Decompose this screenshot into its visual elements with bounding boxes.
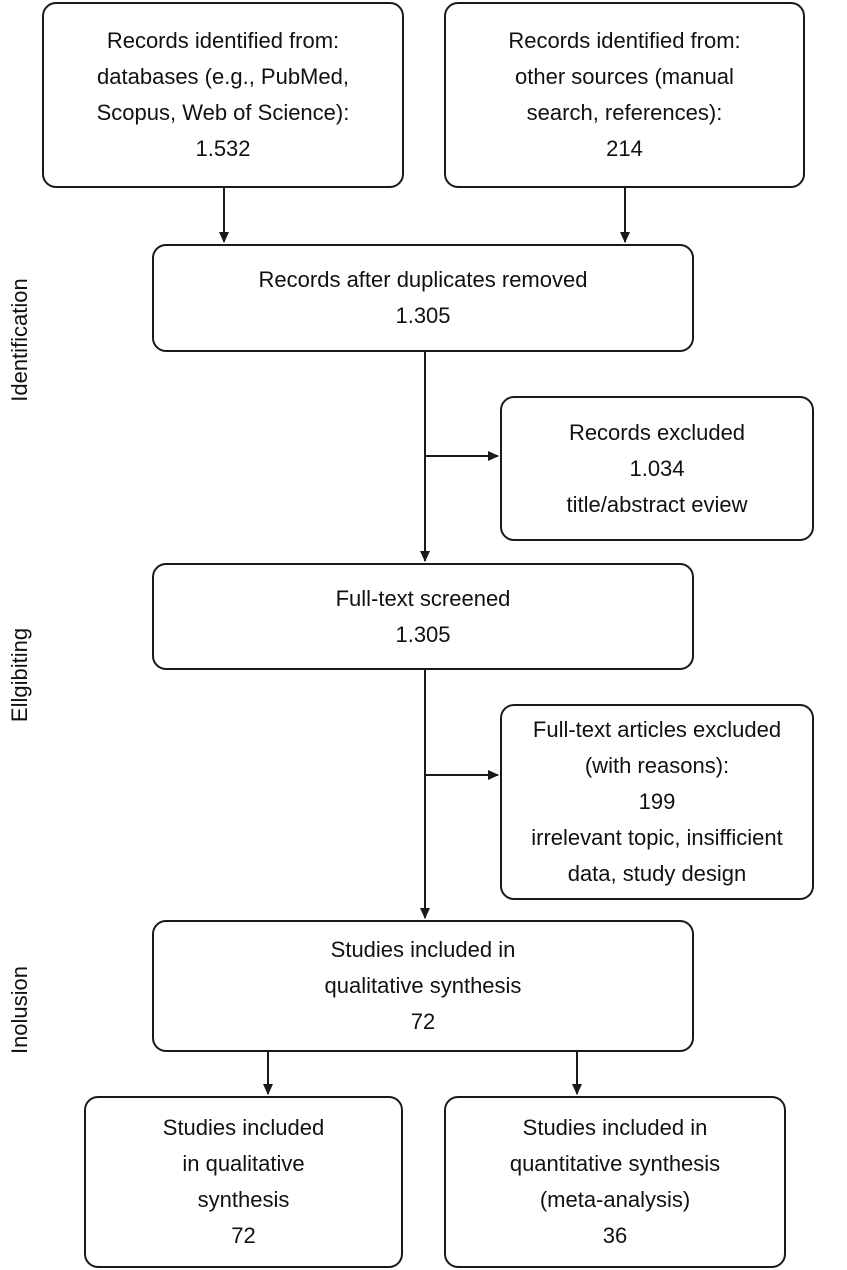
box-line: irrelevant topic, insifficient: [531, 825, 783, 850]
box-line: Full-text articles excluded: [532, 717, 782, 742]
box-line: Studies included: [162, 1115, 325, 1140]
phase-label-eligibility: Ellgibiting: [7, 627, 32, 723]
box-line: Records identified from:: [106, 28, 340, 53]
box-line: quantitative synthesis: [509, 1151, 721, 1176]
box-line: Studies included in: [522, 1115, 708, 1140]
box-line: qualitative synthesis: [324, 973, 522, 998]
box-qualitative-included: Studies included in qualitative synthesi…: [84, 1096, 403, 1268]
box-count: 72: [231, 1223, 256, 1248]
box-line: (meta-analysis): [539, 1187, 691, 1212]
box-count: 72: [410, 1009, 436, 1034]
box-after-duplicates: Records after duplicates removed 1.305: [152, 244, 694, 352]
phase-label-inclusion: Inolusion: [7, 965, 32, 1055]
box-line: Records after duplicates removed: [258, 267, 588, 292]
box-count: 1.305: [395, 303, 451, 328]
box-qualitative-synthesis: Studies included in qualitative synthesi…: [152, 920, 694, 1052]
box-fulltext-screened: Full-text screened 1.305: [152, 563, 694, 670]
box-count: 1.532: [195, 136, 251, 161]
box-line: Full-text screened: [335, 585, 511, 611]
box-count: 36: [602, 1223, 628, 1248]
box-line: synthesis: [197, 1187, 290, 1212]
box-fulltext-excluded: Full-text articles excluded (with reason…: [500, 704, 814, 900]
box-line: other sources (manual: [515, 64, 734, 89]
box-line: Scopus, Web of Science):: [96, 100, 350, 125]
box-count: 214: [606, 136, 643, 161]
phase-label-identification: Identification: [7, 278, 32, 402]
box-count: 1.305: [395, 621, 451, 647]
box-count: 1.034: [629, 455, 685, 481]
box-line: (with reasons):: [584, 753, 730, 778]
box-records-excluded: Records excluded 1.034 title/abstract ev…: [500, 396, 814, 541]
box-line: search, references):: [526, 100, 723, 125]
box-records-other-sources: Records identified from: other sources (…: [444, 2, 805, 188]
box-line: Records identified from:: [508, 28, 741, 53]
box-line: title/abstract eview: [566, 491, 748, 517]
box-line: Records excluded: [568, 419, 746, 445]
box-count: 199: [638, 789, 676, 814]
box-line: databases (e.g., PubMed,: [97, 64, 349, 89]
box-line: Studies included in: [330, 937, 516, 962]
box-line: data, study design: [567, 861, 747, 886]
box-line: in qualitative: [182, 1151, 305, 1176]
box-records-databases: Records identified from: databases (e.g.…: [42, 2, 404, 188]
box-quantitative-synthesis: Studies included in quantitative synthes…: [444, 1096, 786, 1268]
